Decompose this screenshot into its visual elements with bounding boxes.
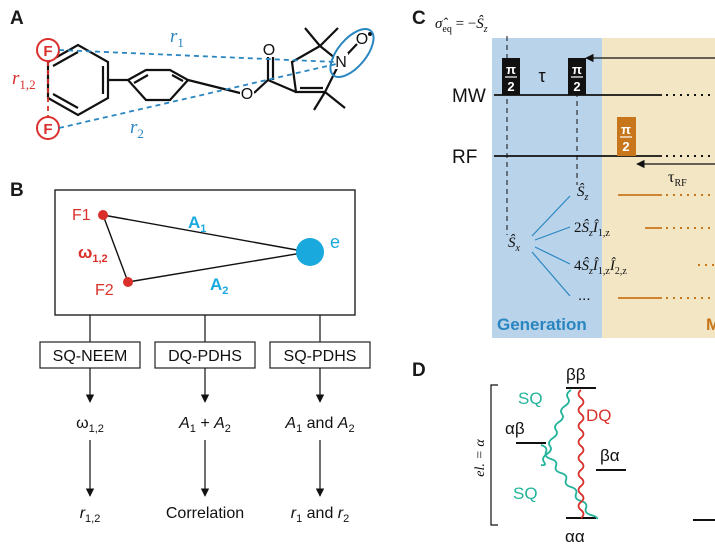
nitroxide-oxygen: O [356,31,368,48]
method-columns: SQ-NEEM DQ-PDHS SQ-PDHS ω1,2 A1 + A2 A1 … [39,315,371,525]
panel-a-atoms: F F O O N O [36,28,375,140]
sigma-eq-label: σ̂eq = −Ŝz [435,15,488,35]
r1-line [58,49,337,63]
panel-label-b: B [10,180,24,201]
svg-text:F: F [43,43,52,60]
ester-oxygen: O [241,86,253,103]
benzene-ring-right [126,68,190,102]
method-box-sq-neem [39,341,141,369]
pulse-sequence: MW RF π 2 π 2 τ π 2 τRF [452,36,715,235]
tau-label: τ [538,66,545,86]
method-box-sq-pdhs [269,341,371,369]
r2-label: r2 [130,117,144,141]
dq-transition [577,389,585,519]
result-sum: A1 + A2 [178,415,231,435]
svg-text:π: π [506,62,516,77]
f2-label: F2 [95,282,114,299]
f2-node [123,277,133,287]
a1-label: A1 [188,213,206,235]
svg-text:F: F [43,121,52,138]
sq-label-upper: SQ [518,389,543,408]
panel-label-c: C [412,8,426,29]
tau-rf-label: τRF [668,169,687,189]
svg-text:π: π [621,122,631,137]
panel-a-molecule [46,27,358,117]
final-correlation: Correlation [166,505,244,522]
result-omega: ω1,2 [76,415,104,435]
method-box-dq-pdhs [154,341,256,369]
r1-label: r1 [170,26,184,50]
electron-label: e [330,232,340,252]
pyrroline-ring [290,44,342,94]
sq-transition-lower [540,444,598,520]
label-ab: αβ [505,419,525,438]
method-label-dq-pdhs: DQ-PDHS [168,348,242,365]
final-r12: r1,2 [80,505,101,525]
term-4sz-i1z-i2z: 4ŜzÎ1,zÎ2,z [574,257,627,277]
radical-dot [368,32,372,36]
panel-a-distances: r1 r2 r1,2 [12,26,337,141]
nitroxide-nitrogen: N [335,54,347,71]
term-sz: Ŝz [577,183,589,203]
measurement-region [602,38,715,338]
a2-label: A2 [210,275,228,297]
panel-label-d: D [412,360,426,381]
carbonyl-oxygen: O [263,42,275,59]
mw-label: MW [452,86,486,107]
final-r1-r2: r1 and r2 [291,505,350,525]
label-bb: ββ [566,365,586,384]
electron-alpha-label: el. = α [473,439,488,477]
sq-transition-upper [540,389,572,467]
spin-label-ellipse [329,28,375,78]
result-and: A1 and A2 [284,415,354,435]
electron-bracket [490,384,498,526]
f1-node [98,210,108,220]
method-label-sq-neem: SQ-NEEM [53,348,128,365]
dq-label: DQ [586,406,612,425]
label-ba: βα [600,446,620,465]
svg-text:2: 2 [573,79,580,94]
generation-label: Generation [497,315,587,334]
method-label-sq-pdhs: SQ-PDHS [284,348,357,365]
label-aa: αα [565,527,585,546]
term-ellipsis: ... [578,287,591,304]
panel-label-a: A [10,8,24,29]
svg-text:2: 2 [622,139,629,154]
spin-triangle: F1 F2 e A1 A2 ω1,2 [72,207,340,299]
svg-text:2: 2 [507,79,514,94]
sx-label: Ŝx [508,234,521,254]
r12-label: r1,2 [12,68,36,92]
svg-text:π: π [572,62,582,77]
electron-node [296,238,324,266]
r2-line [58,63,337,129]
f1-label: F1 [72,207,91,224]
sq-label-lower: SQ [513,484,538,503]
term-2sz-i1z: 2ŜzÎ1,z [574,219,610,239]
energy-level-diagram: el. = α ββ αβ βα αα SQ SQ DQ [473,365,715,546]
coherence-tree: Ŝx Ŝz 2ŜzÎ1,z 4ŜzÎ1,zÎ2,z ... [508,183,715,304]
omega-label: ω1,2 [78,243,108,265]
rf-label: RF [452,147,477,168]
measurement-label-clipped: M [706,315,715,334]
